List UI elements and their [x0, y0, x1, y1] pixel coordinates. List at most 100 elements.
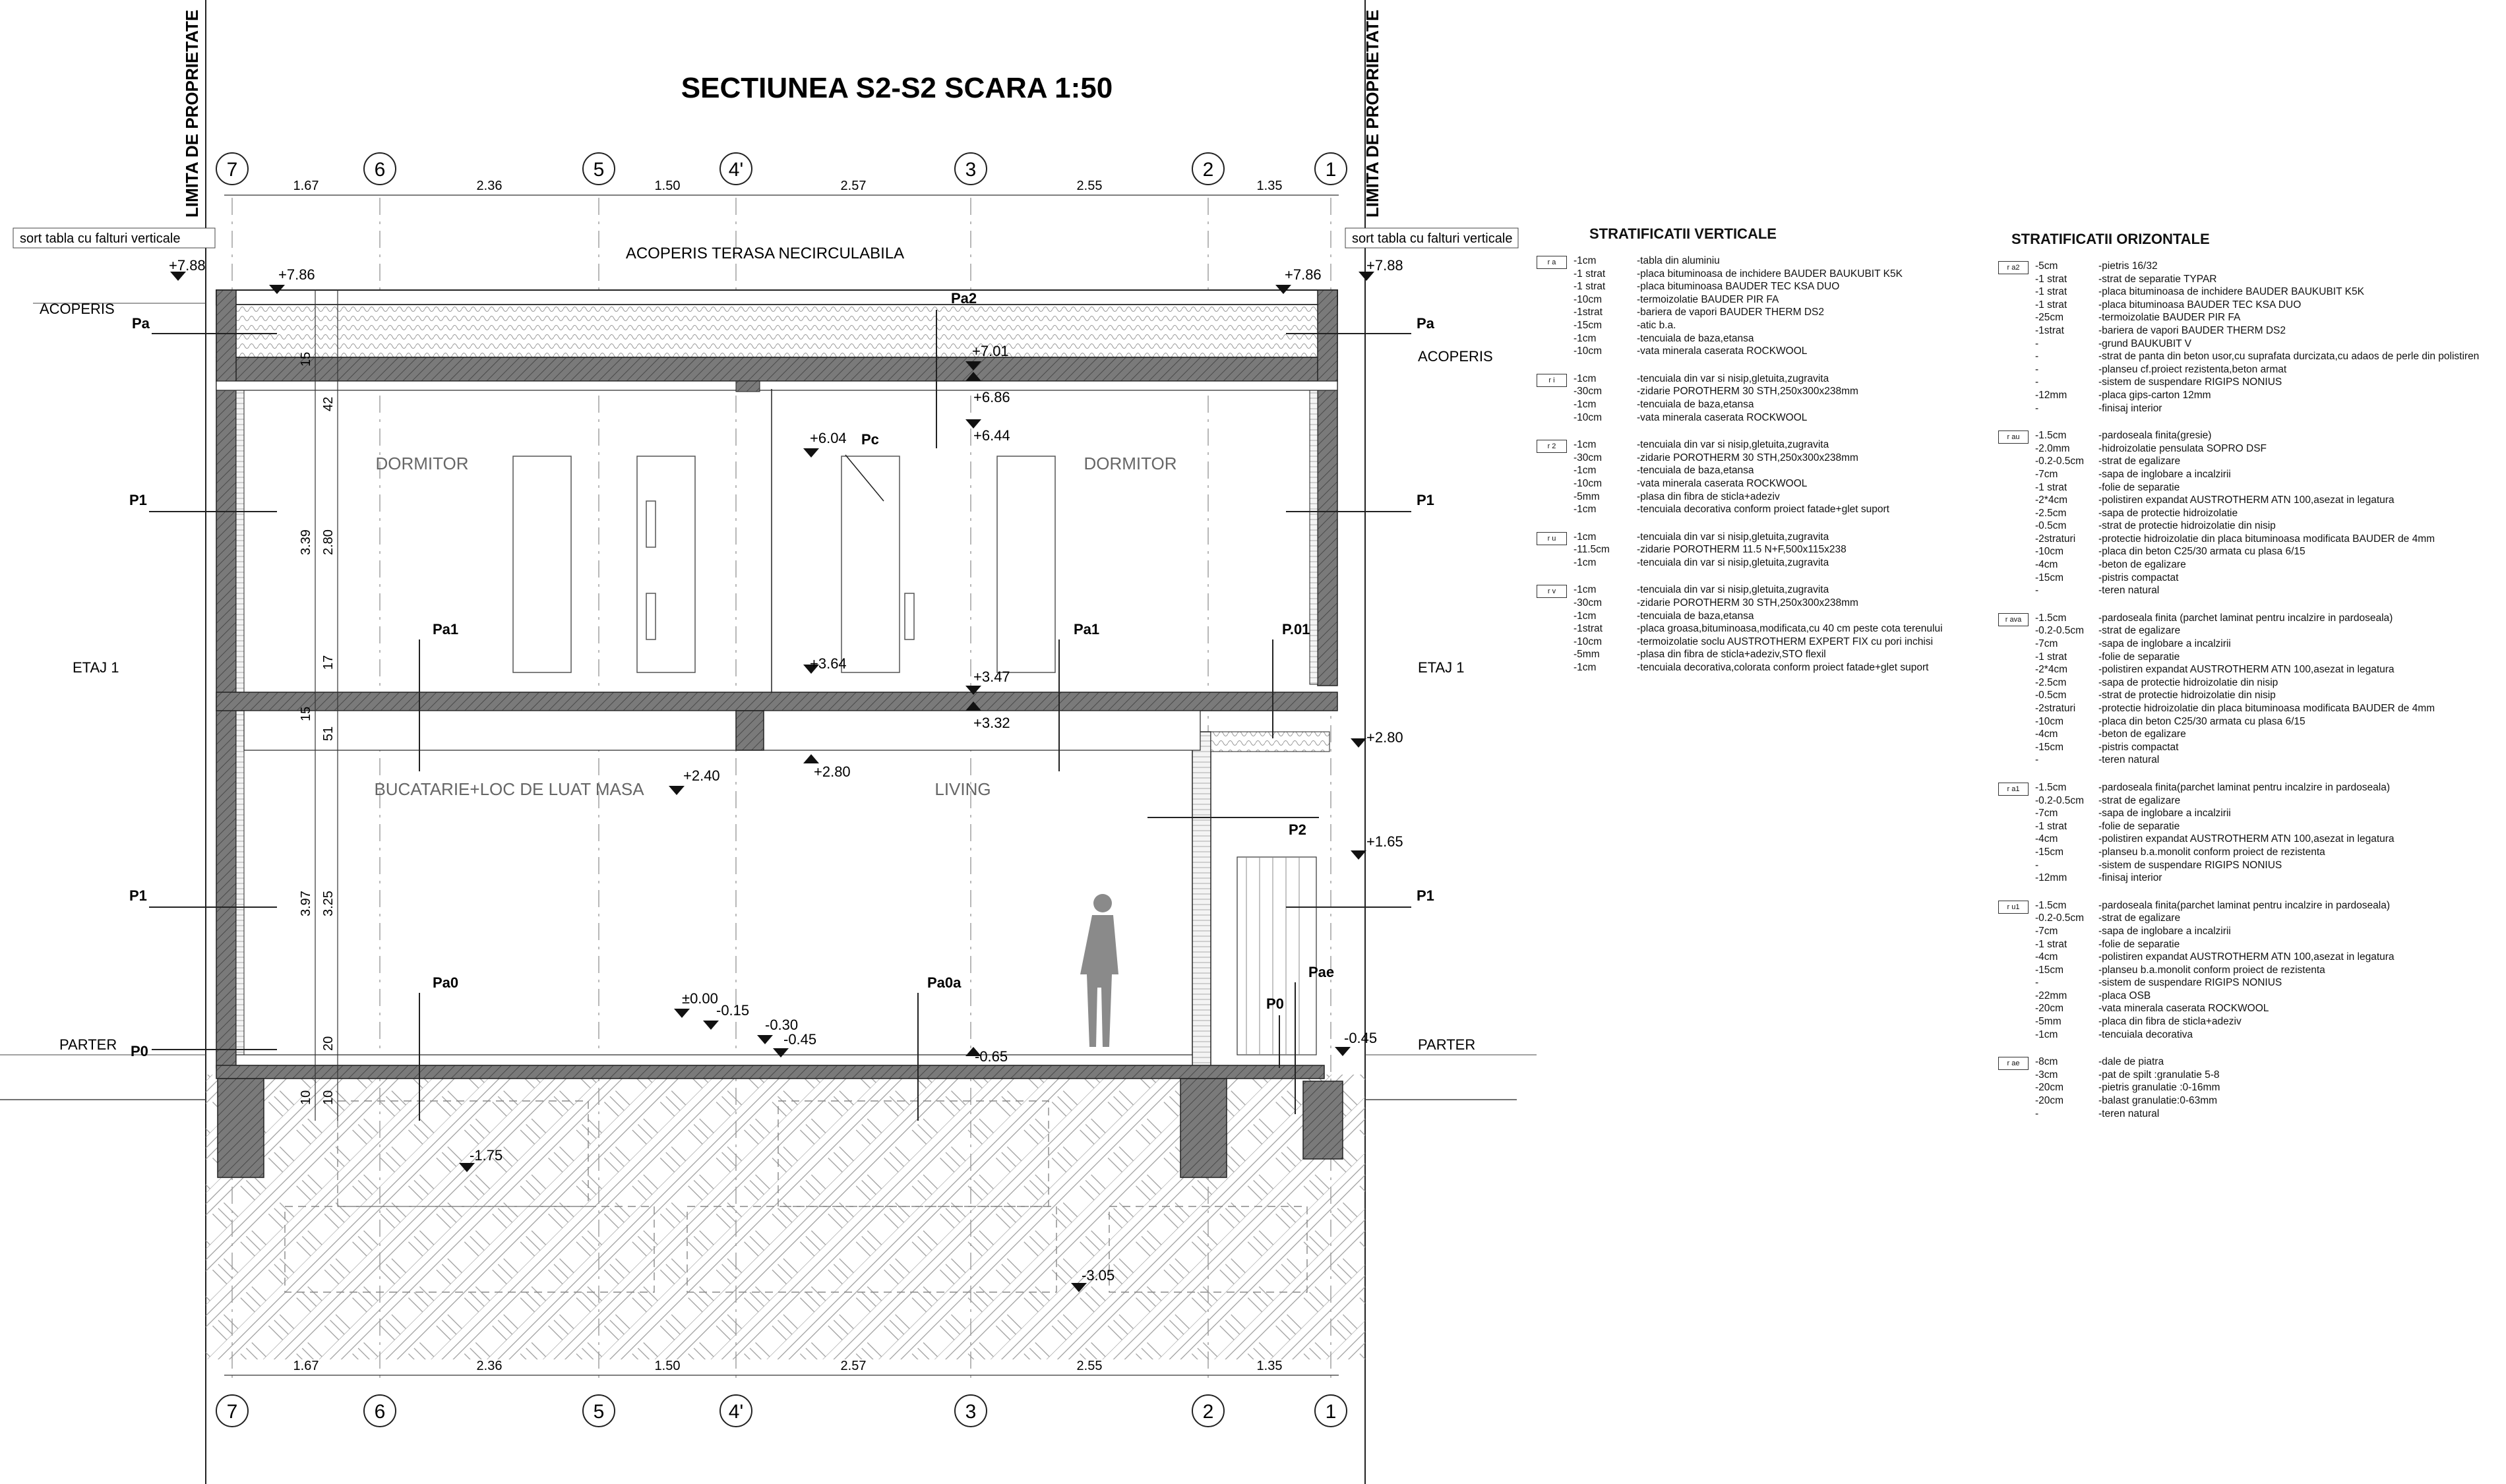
layer-description: -vata minerala caserata ROCKWOOL — [1637, 345, 1808, 357]
dim: 3.25 — [321, 891, 336, 916]
layer-tag: Pc — [861, 431, 879, 448]
layer-description: -zidarie POROTHERM 30 STH,250x300x238mm — [1637, 386, 1858, 398]
layer-thickness: -2*4cm — [2035, 494, 2068, 506]
layer-row: -2.5cm-sapa de protectie hidroizolatie d… — [1998, 676, 2499, 690]
layer-tag: Pa — [132, 315, 150, 332]
layer-description: -vata minerala caserata ROCKWOOL — [1637, 477, 1808, 489]
layer-tag: P0 — [131, 1043, 148, 1059]
layer-row: -1.5cm-pardoseala finita(parchet laminat… — [1998, 781, 2499, 794]
axis-label: 3 — [965, 1401, 977, 1423]
layer-description: -planseu b.a.monolit conform proiect de … — [2098, 964, 2325, 976]
axis-label: 7 — [227, 159, 238, 181]
layer-code-box: r 2 — [1537, 440, 1567, 454]
layer-thickness: - — [2035, 351, 2039, 363]
layer-row: -1cm-tencuiala de baza,etansa — [1537, 398, 1998, 411]
level-labels: ACOPERIS ACOPERIS ETAJ 1 ETAJ 1 PARTER P… — [0, 301, 1537, 1055]
layer-row: -1strat-bariera de vapori BAUDER THERM D… — [1537, 306, 1998, 319]
layer-row: -0.2-0.5cm-strat de egalizare — [1998, 455, 2499, 468]
layer-description: -zidarie POROTHERM 30 STH,250x300x238mm — [1637, 597, 1858, 609]
layer-description: -placa bituminoasa BAUDER TEC KSA DUO — [2098, 299, 2302, 311]
layer-row: -0.2-0.5cm -strat de egalizare — [1998, 624, 2499, 638]
elevation-mark: +1.65 — [1366, 833, 1403, 850]
layer-thickness: -22mm — [2035, 990, 2067, 1001]
span-dim: 2.57 — [841, 179, 867, 193]
layer-row: -1 strat-placa bituminoasa de inchidere … — [1998, 285, 2499, 299]
layer-row: -4cm-beton de egalizare — [1998, 728, 2499, 741]
layer-thickness: -1.5cm — [2035, 612, 2067, 624]
layer-tag: P1 — [129, 492, 147, 508]
layer-row: -15cm-planseu b.a.monolit conform proiec… — [1998, 846, 2499, 859]
dim: 15 — [299, 352, 313, 367]
layer-thickness: -0.5cm — [2035, 690, 2067, 701]
layer-description: -planseu cf.proiect rezistenta,beton arm… — [2098, 363, 2287, 375]
layer-thickness: - — [2035, 338, 2039, 349]
layer-row: -7cm-sapa de inglobare a incalzirii — [1998, 807, 2499, 820]
layer-thickness: -30cm — [1574, 452, 1603, 463]
layer-code-box: r v — [1537, 585, 1567, 599]
layer-description: -pietris 16/32 — [2098, 260, 2158, 272]
layer-description: -zidarie POROTHERM 30 STH,250x300x238mm — [1637, 452, 1858, 463]
layer-thickness: -10cm — [1574, 293, 1603, 305]
elevation-mark: +7.86 — [1285, 266, 1322, 283]
elevation-mark: +6.86 — [973, 389, 1010, 405]
layer-description: -sapa de inglobare a incalzirii — [2098, 468, 2231, 480]
elevation-mark: -0.30 — [765, 1017, 798, 1033]
layer-description: -tencuiala din var si nisip,gletuita,zug… — [1637, 584, 1829, 596]
layer-thickness: -20cm — [2035, 1003, 2064, 1015]
layer-description: -sapa de protectie hidroizolatie — [2098, 507, 2238, 519]
layer-description: -placa gips-carton 12mm — [2098, 389, 2211, 401]
layer-description: -placa din fibra de sticla+adeziv — [2098, 1016, 2242, 1028]
layer-tags: Pa Pa Pa2 Pc P1 P1 P1 P1 Pa1 Pa1 P.01 P2… — [129, 290, 1435, 1121]
layer-group: r ava-1.5cm-pardoseala finita (parchet l… — [1998, 612, 2499, 767]
layer-description: -placa din beton C25/30 armata cu plasa … — [2098, 546, 2306, 558]
layer-thickness: -1 strat — [2035, 273, 2067, 285]
elevation-mark: +7.88 — [1366, 257, 1403, 274]
dim: 10 — [321, 1090, 336, 1105]
layer-thickness: -0.2-0.5cm — [2035, 625, 2085, 637]
layer-row: -4cm-polistiren expandat AUSTROTHERM ATN… — [1998, 833, 2499, 846]
layer-description: -bariera de vapori BAUDER THERM DS2 — [1637, 307, 1824, 318]
layer-row: -10cm-vata minerala caserata ROCKWOOL — [1537, 411, 1998, 425]
layer-description: -tencuiala de baza,etansa — [1637, 398, 1754, 410]
layer-description: -tencuiala de baza,etansa — [1637, 610, 1754, 622]
layer-row: -2.5cm-sapa de protectie hidroizolatie — [1998, 507, 2499, 520]
dimension-chain-top: 1.67 2.36 1.50 2.57 2.55 1.35 — [224, 179, 1339, 196]
layer-description: -sapa de protectie hidroizolatie din nis… — [2098, 676, 2278, 688]
layer-description: -protectie hidroizolatie din placa bitum… — [2098, 703, 2435, 714]
layer-description: -strat de egalizare — [2098, 625, 2181, 637]
layer-thickness: -20cm — [2035, 1095, 2064, 1107]
layer-description: -folie de separatie — [2098, 481, 2180, 493]
layer-description: -zidarie POROTHERM 11.5 N+F,500x115x238 — [1637, 544, 1847, 556]
layer-row: -8cm-dale de piatra — [1998, 1055, 2499, 1069]
layer-thickness: -1 strat — [2035, 651, 2067, 663]
elevation-mark: -3.05 — [1082, 1267, 1115, 1284]
layer-description: -pistris compactat — [2098, 741, 2179, 753]
layer-row: -1cm-tencuiala de baza,etansa — [1537, 332, 1998, 345]
layer-description: -finisaj interior — [2098, 872, 2162, 884]
layer-thickness: -0.2-0.5cm — [2035, 456, 2085, 467]
elevation-mark: +6.04 — [810, 430, 847, 446]
roof-note-right: sort tabla cu falturi verticale — [1352, 231, 1512, 246]
layer-tag: Pa0a — [927, 974, 962, 991]
layer-group: r a2-5cm-pietris 16/32-1 strat-strat de … — [1998, 260, 2499, 415]
layer-thickness: -4cm — [2035, 951, 2058, 963]
layer-row: -2*4cm-polistiren expandat AUSTROTHERM A… — [1998, 663, 2499, 676]
layer-row: -1strat-placa groasa,bituminoasa,modific… — [1537, 622, 1998, 636]
dim: 10 — [299, 1090, 313, 1105]
layer-tag: P0 — [1266, 995, 1284, 1012]
layer-row: --finisaj interior — [1998, 402, 2499, 415]
layer-row: -5cm-pietris 16/32 — [1998, 260, 2499, 273]
layer-description: -tencuiala din var si nisip,gletuita,zug… — [1637, 372, 1829, 384]
ground-slab — [216, 1054, 1343, 1178]
layer-thickness: -2straturi — [2035, 533, 2076, 545]
elevation-marks: +7.88 +7.86 +7.86 +7.88 +7.01 +6.86 +6.4… — [169, 257, 1403, 1292]
layer-thickness: -4cm — [2035, 833, 2058, 845]
layer-thickness: -11.5cm — [1574, 544, 1610, 556]
layer-thickness: -1.5cm — [2035, 781, 2067, 793]
layer-thickness: -12mm — [2035, 872, 2067, 884]
layer-thickness: -20cm — [2035, 1082, 2064, 1094]
span-dim: 2.36 — [477, 1359, 503, 1373]
layer-description: -tencuiala din var si nisip,gletuita,zug… — [1637, 556, 1829, 568]
layer-row: -0.5cm-strat de protectie hidroizolatie … — [1998, 519, 2499, 533]
layer-row: -10cm-termoizolatie soclu AUSTROTHERM EX… — [1537, 636, 1998, 649]
